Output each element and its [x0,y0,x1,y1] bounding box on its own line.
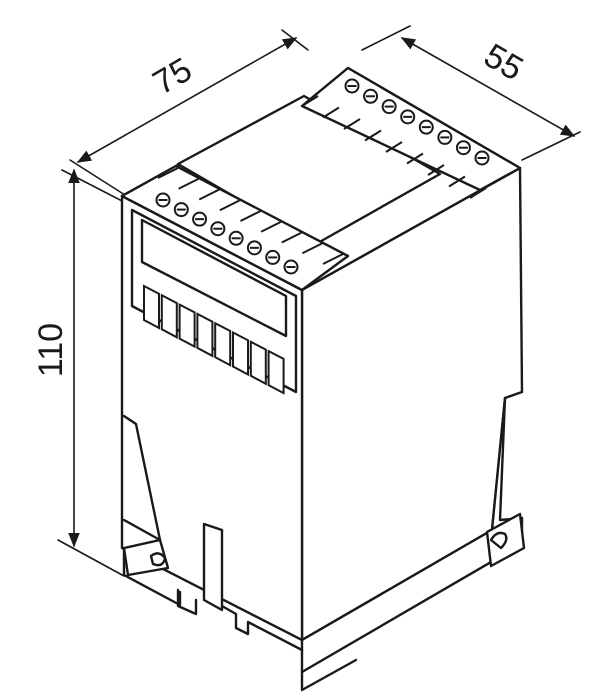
extension-line-depth-left [361,25,411,51]
right-mounting-hole [489,531,508,550]
extension-line-height-bottom [57,539,125,577]
dimension-height: 110 [32,168,129,577]
base-bottom-edge [300,658,358,692]
din-rail-step [220,604,304,652]
front-lever-7 [281,231,303,244]
display-key-5 [214,321,232,367]
dimension-label-height: 110 [32,323,70,377]
front-terminal-block [120,164,350,292]
rear-terminal-levers [301,95,487,199]
extension-line-depth-right [521,131,581,161]
display-key-6 [232,330,249,377]
front-terminal-screws [155,192,299,275]
rear-screw-7 [455,140,471,156]
rear-lever-1 [301,95,319,107]
display-key-4 [196,312,214,358]
rear-lever-3 [343,118,361,130]
front-lever-8 [301,242,323,255]
front-screw-1 [155,192,171,208]
rear-screw-4 [400,109,416,125]
front-lever-3 [198,188,220,201]
front-lever-4 [219,199,241,212]
rear-lever-6 [406,152,424,165]
front-screw-7 [265,249,281,265]
display-key-8 [267,349,285,395]
rear-screw-5 [418,119,434,135]
din-clip-slot [202,522,224,612]
rear-lever-4 [364,129,382,142]
front-lever-5 [240,210,261,222]
extension-line-width-right [281,29,309,51]
rear-lever-8 [448,175,466,188]
front-screw-6 [246,240,262,256]
front-terminal-strip [120,164,350,292]
front-lever-1 [157,167,179,179]
dimension-line-width [76,37,298,163]
display-key-1 [143,284,160,330]
rear-lever-7 [427,164,445,176]
rear-screw-1 [344,78,360,94]
rear-terminal-block [300,66,522,199]
front-lever-6 [260,220,282,233]
rear-lever-5 [385,141,403,153]
front-screw-2 [173,202,189,218]
front-left-leg [122,414,162,542]
display-key-2 [160,293,178,339]
left-mounting-hole [149,552,167,567]
rear-screw-2 [363,88,379,104]
left-base-foot [122,546,182,607]
front-screw-8 [283,259,299,275]
front-terminal-levers [157,167,344,265]
display-key-row [143,284,285,395]
rear-screw-6 [437,129,453,145]
front-lever-9 [322,253,344,265]
rear-lever-2 [322,106,340,119]
display-key-3 [178,302,196,349]
rear-screw-3 [381,99,397,115]
front-screw-3 [192,211,208,227]
front-screw-4 [210,221,226,237]
front-lever-2 [178,177,200,190]
dimension-label-width: 75 [147,51,199,103]
display-window [140,218,288,338]
rear-lever-9 [469,187,487,199]
extension-line-width-left [69,159,126,196]
front-screw-5 [228,230,244,246]
rear-terminal-strip [300,66,522,192]
display-key-7 [249,340,267,386]
dimension-label-depth: 55 [478,37,530,89]
din-clip-tab [176,588,198,616]
rear-screw-8 [474,150,490,166]
dimension-line-depth [400,37,576,137]
front-display-panel [130,208,298,395]
rear-terminal-screws [344,78,490,166]
